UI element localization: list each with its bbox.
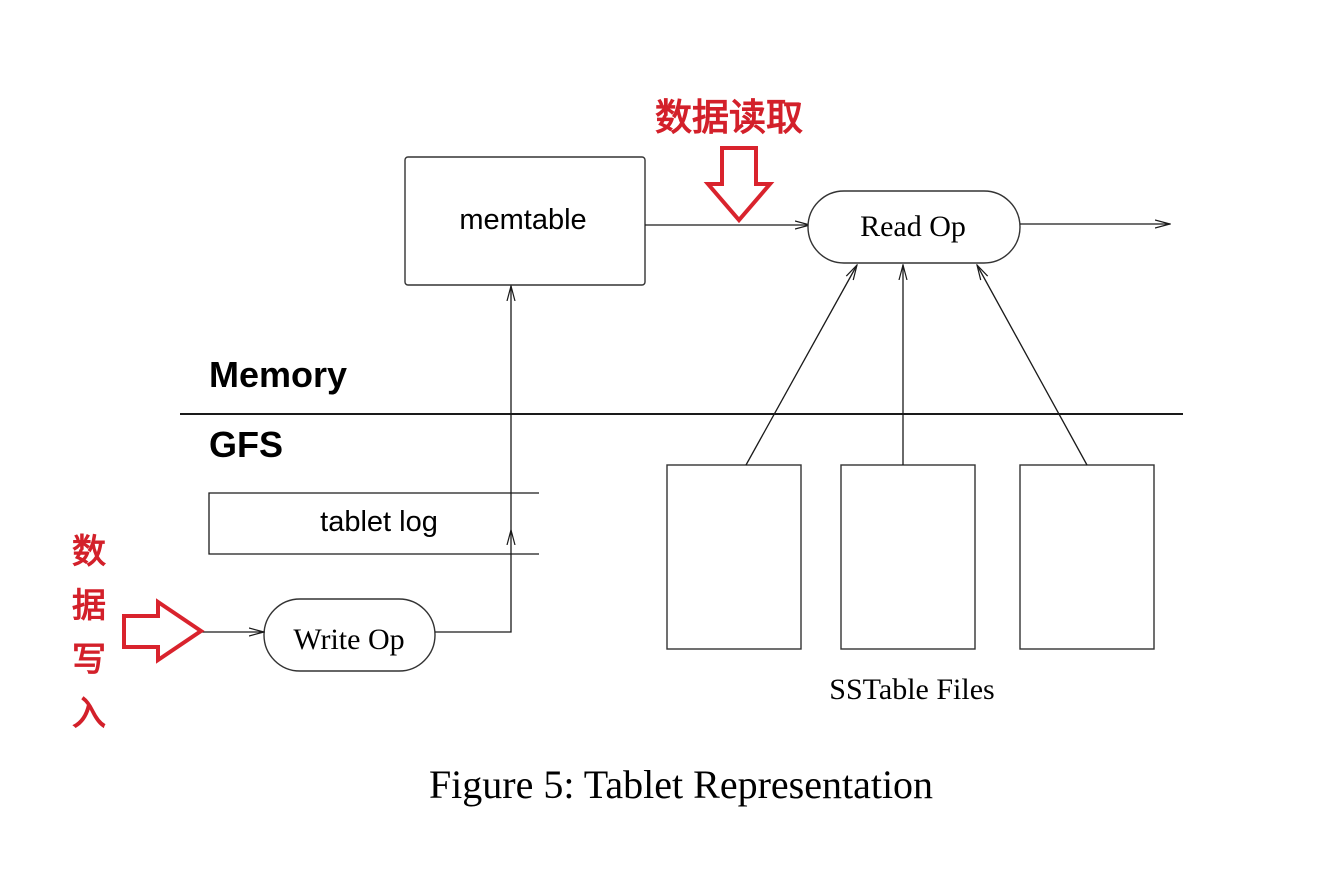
read-down-arrow-icon bbox=[703, 146, 775, 224]
sstable-file-2 bbox=[840, 464, 976, 650]
writeop-to-tabletlog-arrow bbox=[435, 530, 511, 633]
tablet-log-box bbox=[208, 492, 539, 555]
sstable-1-to-readop-arrow bbox=[745, 265, 857, 466]
tablet-log-label: tablet log bbox=[320, 506, 438, 538]
sstable-3-to-readop-arrow bbox=[977, 265, 1088, 466]
read-annotation-label: 数据读取 bbox=[655, 95, 803, 139]
sstable-file-1 bbox=[666, 464, 802, 650]
figure-caption: Figure 5: Tablet Representation bbox=[429, 762, 933, 807]
read-op-label: Read Op bbox=[860, 210, 966, 243]
write-annotation-char-1: 数 bbox=[72, 532, 106, 572]
write-right-arrow-icon bbox=[122, 598, 205, 664]
memory-label: Memory bbox=[209, 354, 347, 395]
memtable-box bbox=[404, 156, 646, 286]
write-op-label: Write Op bbox=[293, 623, 404, 656]
memtable-label: memtable bbox=[459, 204, 586, 236]
read-op-node bbox=[807, 190, 1021, 264]
write-annotation-char-4: 入 bbox=[72, 694, 106, 734]
sstable-file-3 bbox=[1019, 464, 1155, 650]
write-annotation-char-3: 写 bbox=[72, 640, 106, 680]
sstable-files-label: SSTable Files bbox=[829, 673, 994, 706]
write-annotation-char-2: 据 bbox=[72, 586, 106, 626]
gfs-label: GFS bbox=[209, 424, 283, 465]
